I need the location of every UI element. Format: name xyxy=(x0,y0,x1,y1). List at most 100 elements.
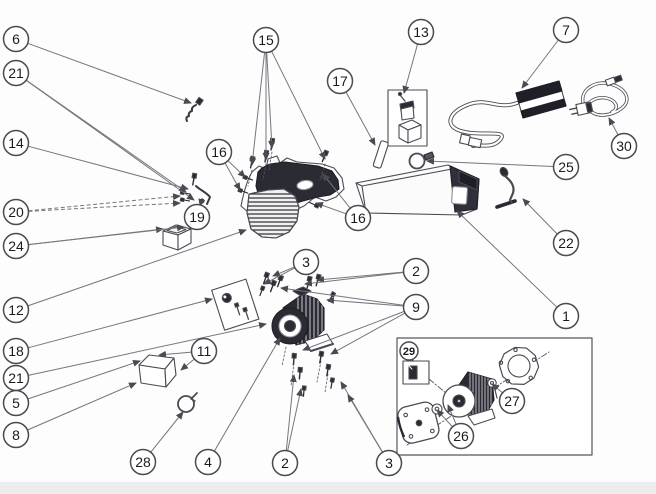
callout-22-23: 22 xyxy=(552,229,580,257)
sensor-box xyxy=(211,278,260,331)
callout-number: 14 xyxy=(8,135,24,151)
callout-number: 1 xyxy=(562,308,570,324)
leader-line-3 xyxy=(347,394,383,453)
leader-lines-layer xyxy=(25,39,619,453)
callout-26-30: 26 xyxy=(447,422,475,450)
callout-number: 19 xyxy=(189,209,205,225)
leader-line-5 xyxy=(27,359,141,400)
callout-number: 11 xyxy=(197,343,212,359)
callout-number: 9 xyxy=(412,299,420,315)
callout-number: 25 xyxy=(558,159,574,175)
callout-15-14: 15 xyxy=(252,26,280,54)
scan-artifact-band xyxy=(0,482,656,494)
leader-line-1 xyxy=(456,210,558,308)
callout-20-3: 20 xyxy=(2,198,30,226)
callout-16-15: 16 xyxy=(205,138,233,166)
callout-number: 27 xyxy=(504,393,520,409)
leader-line-7 xyxy=(521,39,559,89)
callout-number: 17 xyxy=(332,73,348,89)
callout-number: 22 xyxy=(558,235,574,251)
leader-line-4 xyxy=(213,337,281,452)
callout-number: 12 xyxy=(8,302,24,318)
callout-number: 2 xyxy=(281,455,289,471)
callout-number: 24 xyxy=(8,238,24,254)
callout-number: 3 xyxy=(385,455,393,471)
callout-2-12: 2 xyxy=(271,449,299,477)
leader-line-15 xyxy=(271,50,326,160)
leader-line-6 xyxy=(27,42,192,104)
callout-number: 3 xyxy=(302,254,310,270)
callout-number: 7 xyxy=(562,22,570,38)
leader-line-25 xyxy=(426,157,554,167)
callout-5-8: 5 xyxy=(2,389,30,417)
motor-assembly xyxy=(257,271,337,398)
callout-number: 28 xyxy=(135,454,151,470)
leader-line-11 xyxy=(158,350,192,358)
leader-line-17 xyxy=(345,91,376,146)
callout-16-16: 16 xyxy=(344,204,372,232)
leader-line-26 xyxy=(447,404,457,425)
kit-box-part-13 xyxy=(387,89,428,147)
leader-line-13 xyxy=(402,43,419,94)
leader-line-9 xyxy=(302,310,405,351)
callout-number: 21 xyxy=(8,370,24,386)
callout-number: 15 xyxy=(258,32,274,48)
callout-21-7: 21 xyxy=(2,364,30,392)
leader-line-3 xyxy=(272,266,295,277)
callout-30-21: 30 xyxy=(610,132,638,160)
leader-line-12 xyxy=(27,228,247,307)
callout-19-17: 19 xyxy=(183,203,211,231)
callout-number: 5 xyxy=(12,395,20,411)
leader-line-16 xyxy=(224,162,241,191)
callout-number: 16 xyxy=(211,144,227,160)
callout-14-2: 14 xyxy=(2,129,30,157)
inset-motor-detail xyxy=(396,337,593,456)
handle-part-22 xyxy=(495,166,517,209)
leader-line-2 xyxy=(316,271,404,283)
leader-line-15 xyxy=(266,52,276,149)
cover-bolts xyxy=(237,137,330,209)
leader-line-8 xyxy=(27,382,137,431)
leader-line-28 xyxy=(150,411,184,453)
leader-line-14 xyxy=(27,145,189,191)
leader-line-2 xyxy=(285,374,297,451)
callout-number: 16 xyxy=(350,210,366,226)
leader-line-2 xyxy=(304,272,404,287)
callout-29-29: 29 xyxy=(399,341,419,361)
ring-part-28 xyxy=(177,392,198,413)
callout-12-5: 12 xyxy=(2,296,30,324)
leader-line-9 xyxy=(280,285,404,306)
leader-line-9 xyxy=(330,312,406,355)
strip-part-17 xyxy=(372,140,389,169)
leader-line-2 xyxy=(287,388,303,451)
inset-end-plate xyxy=(396,401,440,444)
leader-line-26 xyxy=(436,409,453,428)
callout-3-27: 3 xyxy=(292,248,320,276)
callout-number: 4 xyxy=(204,454,212,470)
callout-4-11: 4 xyxy=(194,448,222,476)
callout-1-24: 1 xyxy=(552,302,580,330)
leader-line-20 xyxy=(28,193,181,212)
callout-6-0: 6 xyxy=(2,25,30,53)
callout-number: 21 xyxy=(8,65,24,81)
callout-27-31: 27 xyxy=(498,387,526,415)
leader-line-20 xyxy=(28,199,181,212)
leader-line-27 xyxy=(491,383,503,394)
chainguard-lower xyxy=(246,188,300,239)
leader-line-30 xyxy=(608,117,619,136)
callout-number: 20 xyxy=(8,204,24,220)
callout-11-28: 11 xyxy=(190,337,218,365)
leader-line-21 xyxy=(28,322,267,376)
leader-line-9 xyxy=(326,297,404,307)
charger-part-7 xyxy=(448,80,567,149)
callout-21-1: 21 xyxy=(2,59,30,87)
leader-line-16 xyxy=(315,202,347,215)
leader-line-21 xyxy=(25,79,195,201)
inset-end-cover xyxy=(498,346,540,385)
battery-pack-part-1 xyxy=(355,164,480,216)
leader-line-22 xyxy=(522,198,558,235)
inset-motor-body xyxy=(442,371,496,426)
callout-number: 30 xyxy=(616,138,632,154)
